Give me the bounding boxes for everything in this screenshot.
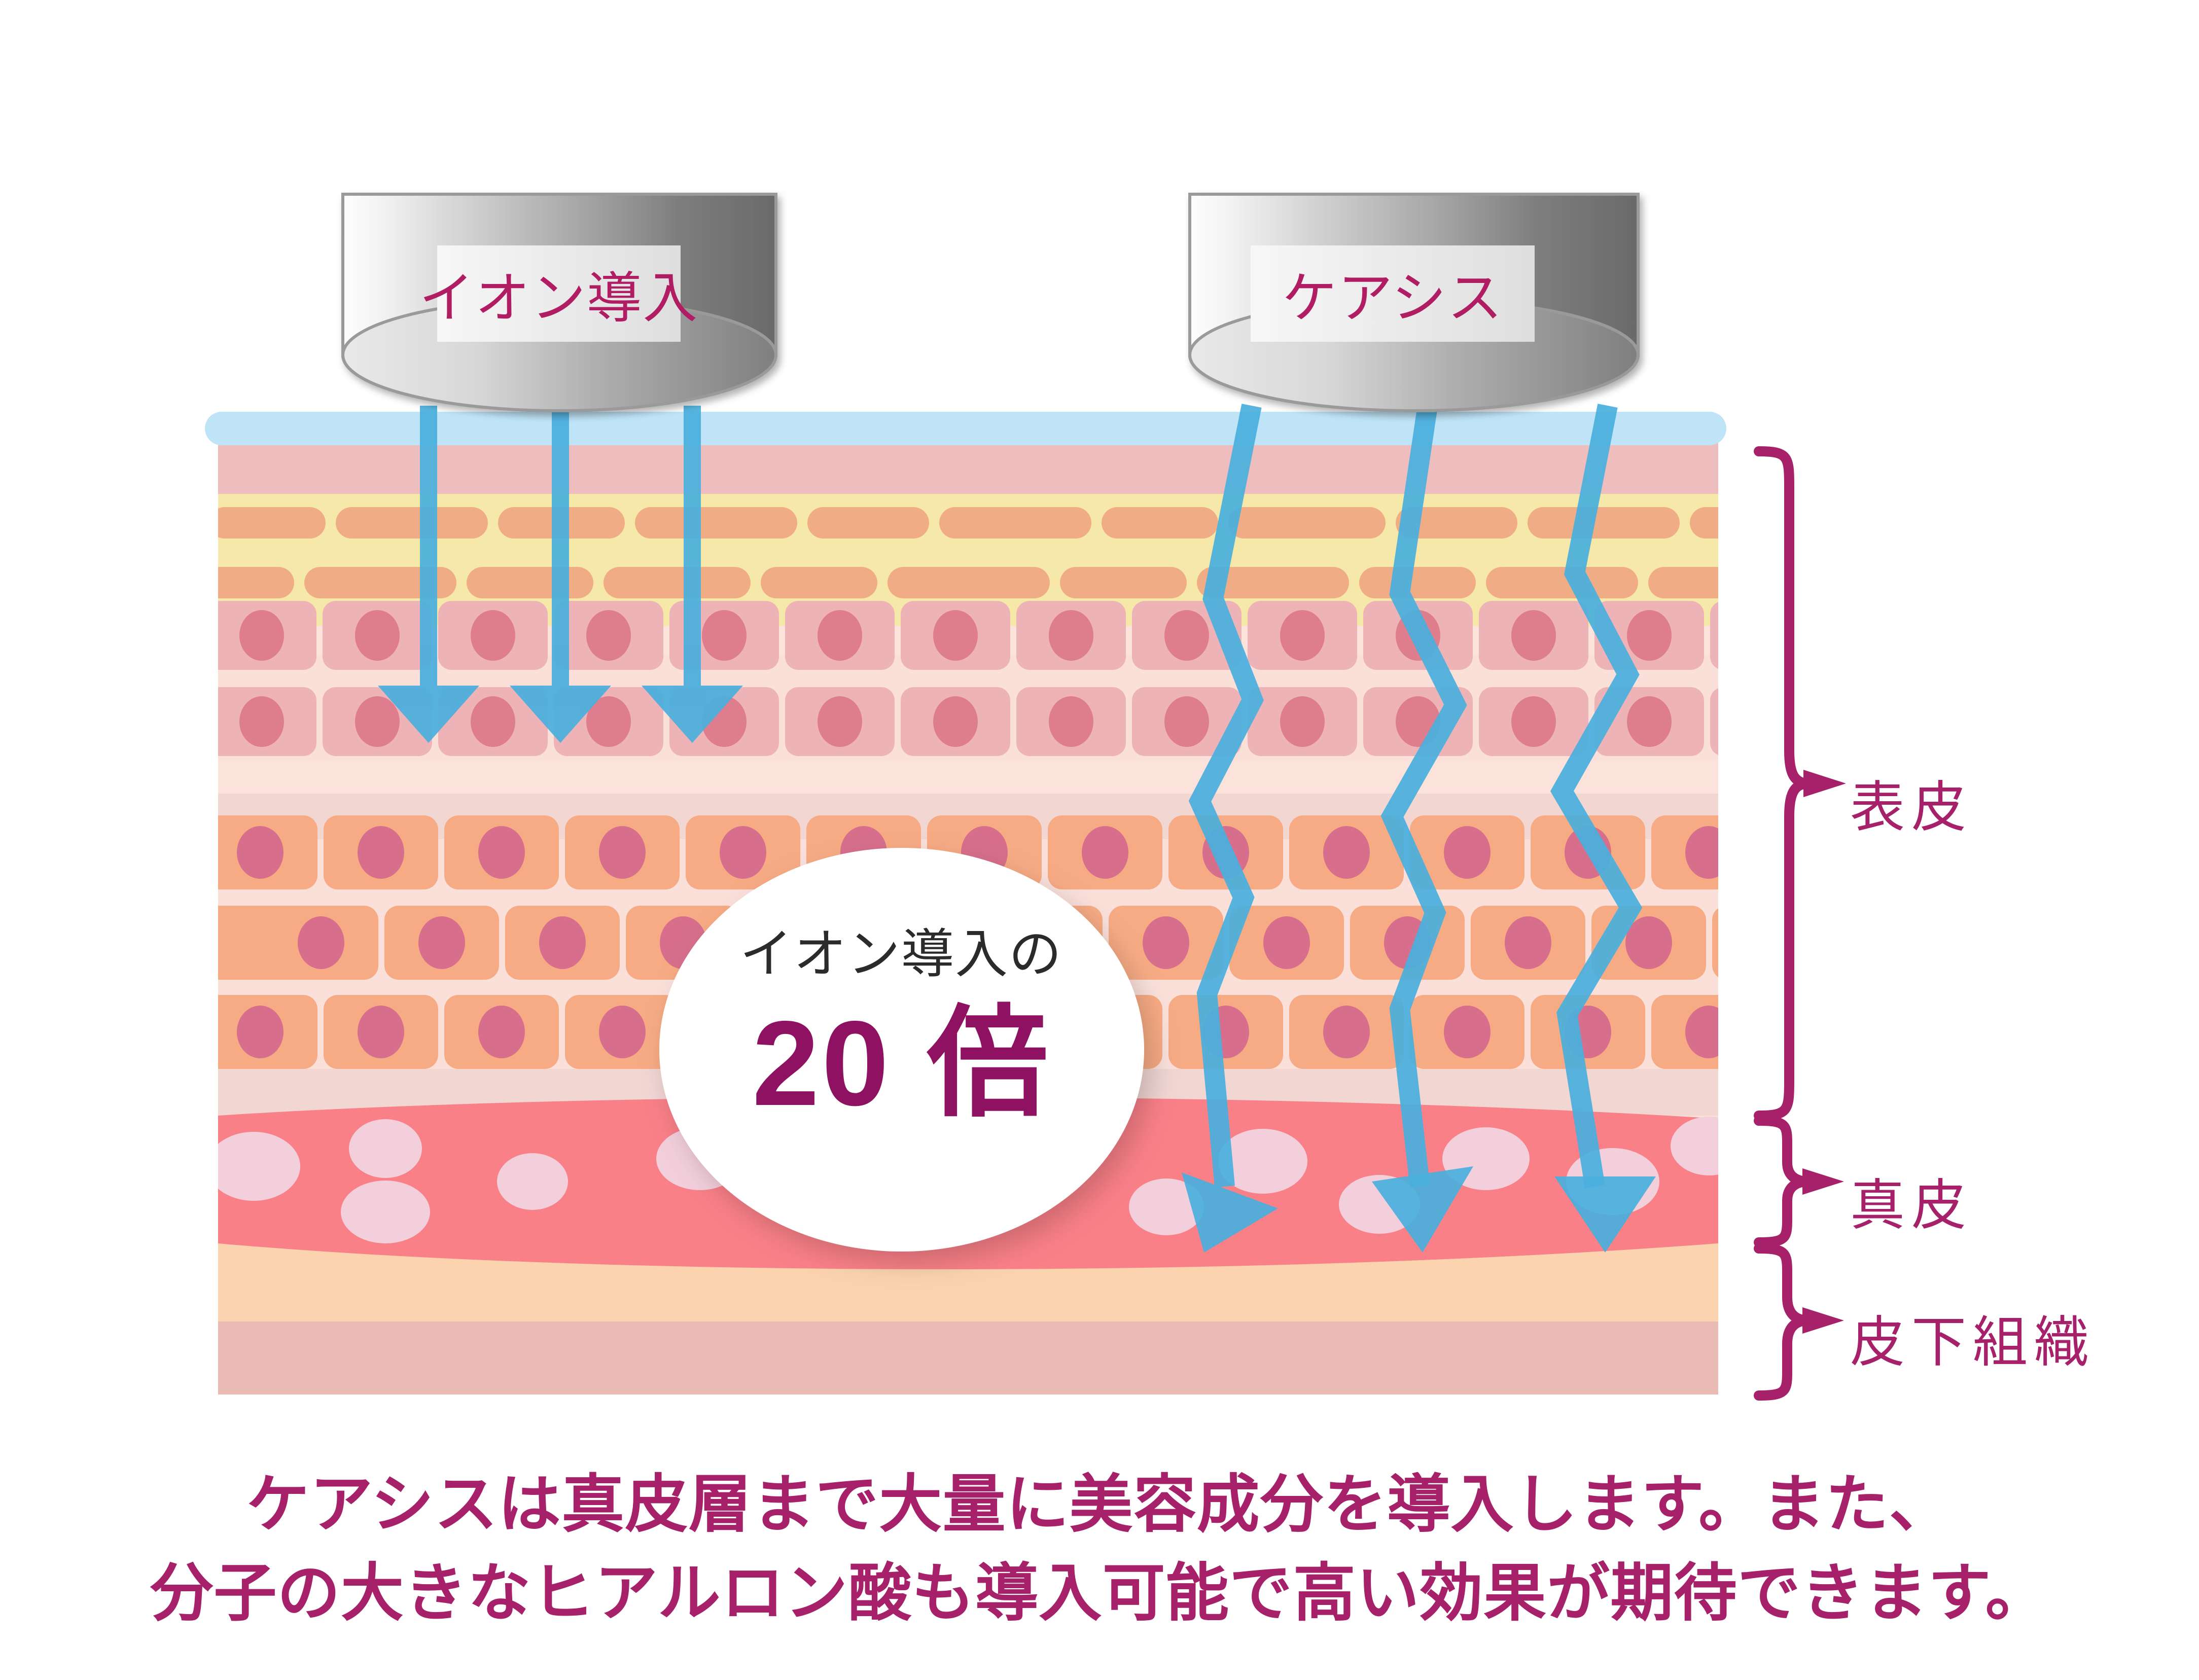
- layer-label-dermis: 真皮: [1850, 1176, 1973, 1236]
- layer-label-epidermis: 表皮: [1850, 778, 1973, 838]
- badge-top-line: イオン導入の: [739, 924, 1063, 984]
- arrowhead-deep-1: [1182, 1172, 1278, 1253]
- careasis-arrowheads: [1182, 1166, 1656, 1253]
- zigzag-path-3: [1550, 404, 1643, 1189]
- brace-dermis-tip: [1802, 1168, 1844, 1195]
- brace-epidermis-tip: [1803, 770, 1846, 797]
- caption-line-2: 分子の大きなヒアルロン酸も導入可能で高い効果が期待できます。: [150, 1558, 2049, 1628]
- layer-label-subcutaneous: 皮下組織: [1850, 1313, 2096, 1373]
- brace-epidermis: [1754, 446, 1810, 1121]
- brace-subcutaneous: [1754, 1243, 1809, 1401]
- zigzag-path-2: [1380, 404, 1467, 1188]
- device-careasis[interactable]: [1188, 193, 1640, 412]
- arrowhead-deep-2: [1372, 1166, 1473, 1253]
- multiplier-badge-ellipse: [659, 848, 1144, 1252]
- arrow-shallow-2: [510, 406, 611, 743]
- corneocyte-row-1: [218, 507, 1718, 539]
- ion-introduction-arrows: [378, 406, 743, 743]
- layer-subcutaneous: [218, 1321, 1718, 1395]
- layer-brackets: [1754, 446, 1846, 1401]
- careasis-arrows: [1188, 404, 1643, 1189]
- device-ion-introduction[interactable]: [341, 193, 777, 412]
- device-screen-careasis: [1251, 245, 1535, 342]
- brace-dermis: [1754, 1116, 1809, 1247]
- caption-line-1: ケアシスは真皮層まで大量に美容成分を導入します。また、: [246, 1470, 1953, 1540]
- granular-cells: [218, 601, 1718, 756]
- corneocyte-row-2: [218, 567, 1718, 598]
- brace-subcutaneous-tip: [1802, 1307, 1844, 1334]
- arrow-shallow-3: [642, 406, 743, 743]
- layer-stratum-corneum: [218, 437, 1718, 494]
- badge-multiplier: 20 倍: [752, 996, 1050, 1131]
- layer-papillary: [218, 1243, 1718, 1321]
- moisture-film-bar: [205, 412, 1726, 445]
- zigzag-path-1: [1188, 404, 1264, 1188]
- arrowhead-deep-3: [1554, 1176, 1656, 1253]
- arrow-shallow-1: [378, 406, 479, 743]
- device-screen-ion: [437, 245, 681, 342]
